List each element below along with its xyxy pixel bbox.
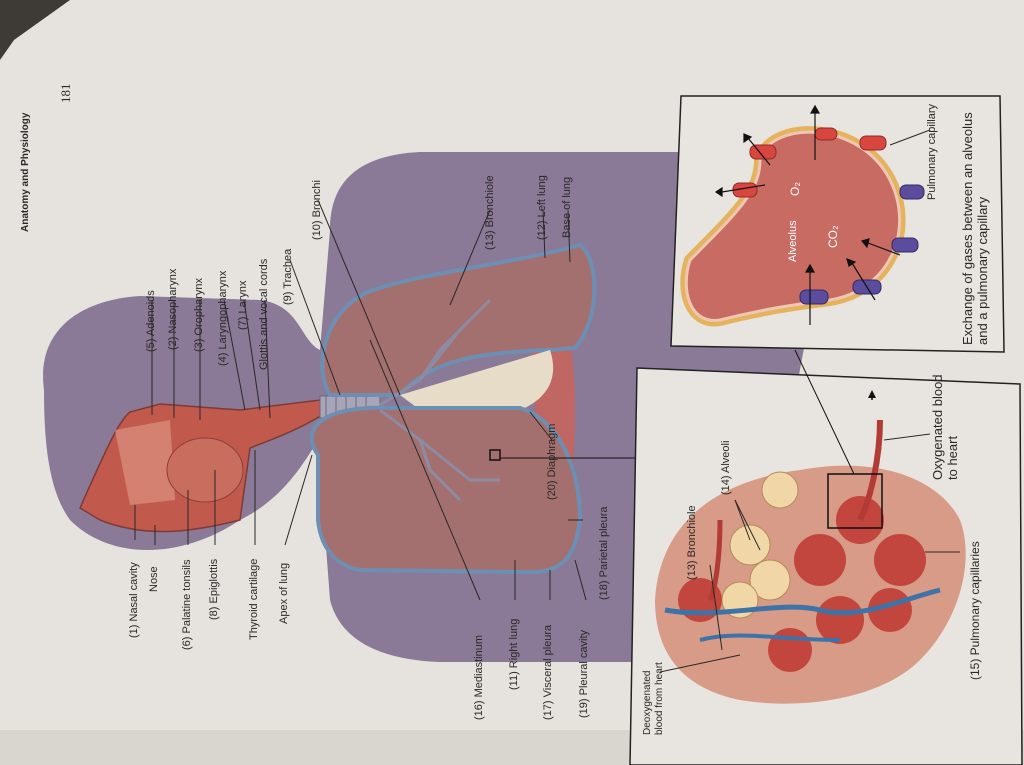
label-epiglottis: (8) Epiglottis — [208, 558, 220, 620]
inset-label-deoxygenated: Deoxygenated blood from heart — [642, 662, 665, 735]
label-parietal-pleura: (18) Parietal pleura — [598, 506, 610, 600]
inset-label-bronchiole: (13) Bronchiole — [686, 505, 698, 580]
label-diaphragm: (20) Diaphragm — [546, 423, 558, 500]
heart-area — [400, 350, 554, 410]
gas-label-pulmonary-capillary: Pulmonary capillary — [926, 104, 938, 200]
running-title: Anatomy and Physiology — [20, 112, 31, 232]
label-laryngopharynx: (4) Laryngopharynx — [217, 270, 229, 366]
zoom-box-alveolus — [827, 473, 883, 529]
label-pleural-cavity: (19) Pleural cavity — [578, 629, 590, 718]
inset-label-oxygenated: Oxygenated blood to heart — [930, 374, 960, 480]
label-palatine-tonsils: (6) Palatine tonsils — [181, 559, 193, 651]
label-trachea: (9) Trachea — [282, 248, 294, 305]
leader-lines — [134, 199, 587, 601]
label-bronchi: (10) Bronchi — [311, 180, 323, 240]
label-base-of-lung: Base of lung — [561, 176, 573, 238]
gas-label-o2: O₂ — [788, 182, 802, 196]
label-visceral-pleura: (17) Visceral pleura — [542, 624, 554, 720]
nasal-passages — [115, 420, 175, 505]
label-oropharynx: (3) Oropharynx — [193, 278, 205, 352]
label-nose: Nose — [148, 566, 160, 592]
right-lung — [309, 405, 583, 575]
label-glottis: Glottis and vocal cords — [258, 258, 270, 370]
gas-caption: Exchange of gases between an alveolus an… — [960, 112, 990, 345]
gas-label-co2: CO₂ — [826, 225, 840, 248]
label-nasal-cavity: (1) Nasal cavity — [128, 562, 140, 638]
gas-label-alveolus: Alveolus — [787, 220, 799, 262]
alveoli-cluster — [655, 419, 966, 704]
inset-label-alveoli: (14) Alveoli — [720, 440, 732, 495]
page-number: 181 — [58, 83, 73, 104]
label-nasopharynx: (2) Nasopharynx — [167, 268, 179, 350]
label-mediastinum: (16) Mediastinum — [473, 635, 485, 720]
label-thyroid-cartilage: Thyroid cartilage — [248, 558, 260, 640]
label-bronchiole: (13) Bronchiole — [484, 175, 496, 250]
bronchial-tree — [379, 298, 500, 502]
inset-label-pulmonary-capillaries: (15) Pulmonary capillaries — [968, 541, 982, 680]
tongue — [166, 437, 244, 503]
left-lung — [320, 242, 597, 397]
alveolus-art — [680, 126, 925, 327]
label-left-lung: (12) Left lung — [536, 175, 548, 240]
gas-arrows — [714, 104, 901, 325]
label-adenoids: (5) Adenoids — [145, 290, 157, 352]
label-apex-of-lung: Apex of lung — [278, 562, 290, 624]
label-right-lung: (11) Right lung — [508, 618, 520, 690]
label-larynx: (7) Larynx — [237, 280, 249, 330]
zoom-box-lung — [489, 449, 501, 461]
